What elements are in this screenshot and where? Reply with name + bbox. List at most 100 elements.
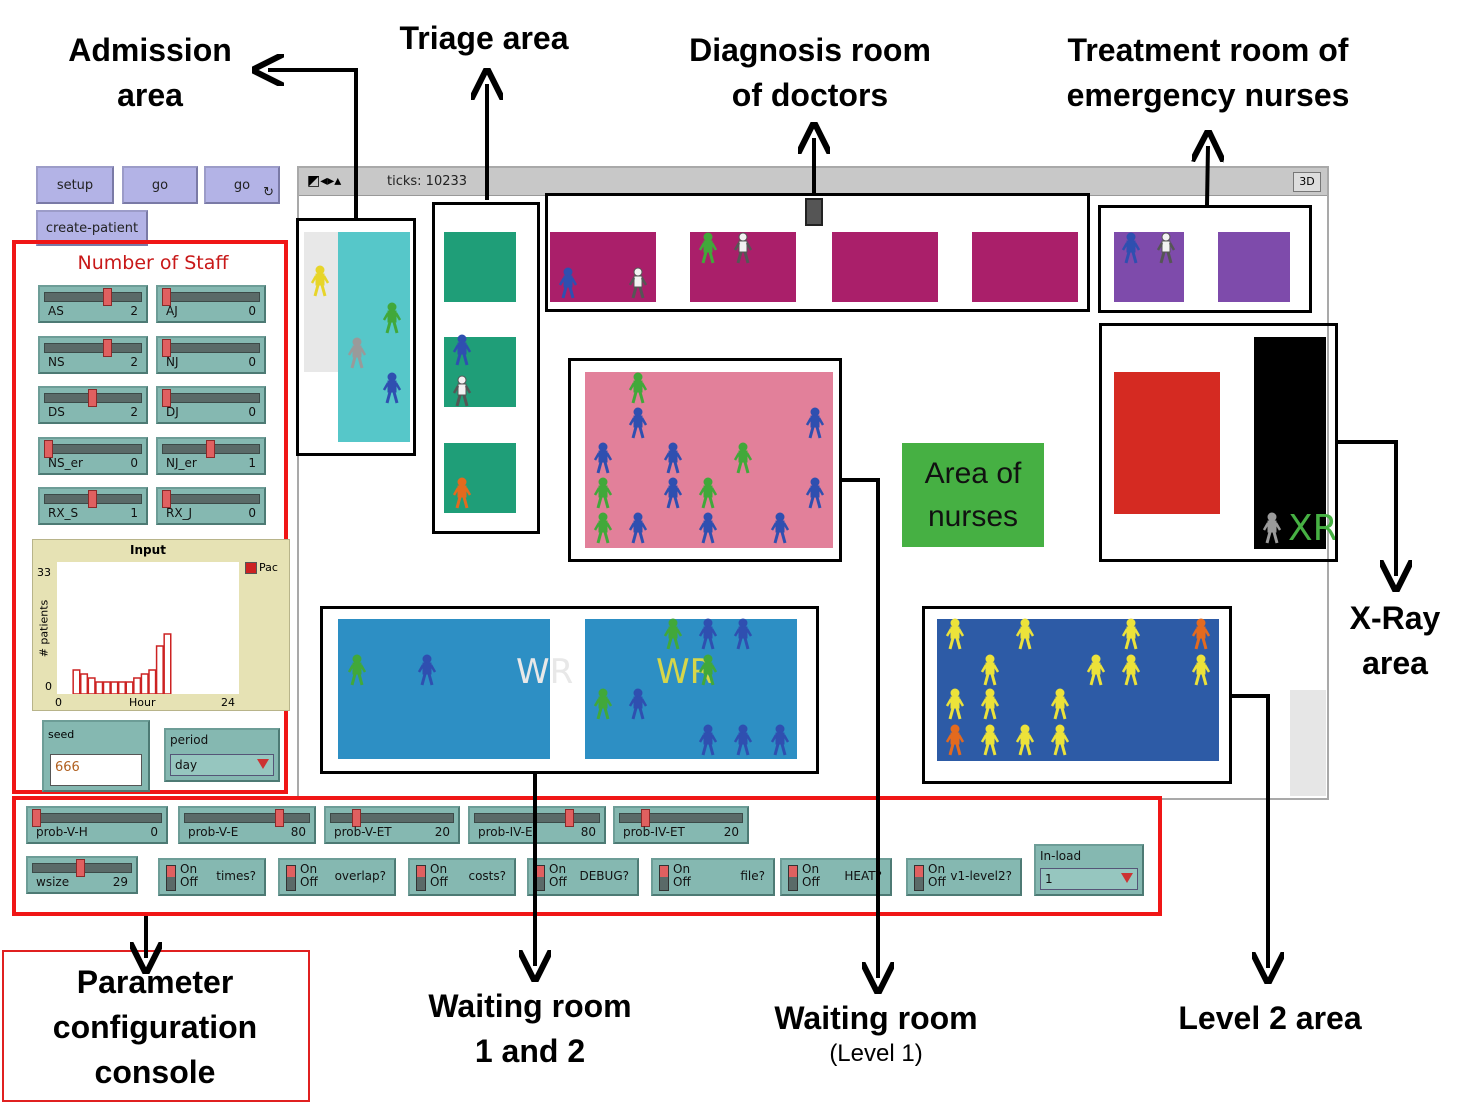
seed-input-widget[interactable]: seed 666 (42, 720, 150, 792)
patient-agent (382, 371, 402, 405)
plot-ymin: 0 (45, 680, 52, 693)
slider-track[interactable] (44, 444, 142, 454)
waiting-l1-sub: (Level 1) (829, 1039, 923, 1067)
histogram-bar (102, 681, 111, 695)
admission-desk (304, 232, 338, 372)
slider-track[interactable] (32, 813, 162, 823)
toggle-icon[interactable] (166, 865, 176, 891)
switch-off-label: Off (802, 875, 820, 889)
xray-label-line2: area (1362, 644, 1428, 681)
slider-track[interactable] (162, 494, 260, 504)
slider-rx-s[interactable]: RX_S 1 (38, 487, 148, 525)
toggle-icon[interactable] (659, 865, 669, 891)
inload-value: 1 (1045, 872, 1053, 886)
slider-knob[interactable] (565, 809, 575, 827)
toggle-icon[interactable] (914, 865, 924, 891)
inload-label: In-load (1040, 849, 1082, 863)
diagnosis-room-1 (550, 232, 656, 302)
slider-label: prob-V-E (188, 825, 239, 839)
slider-knob[interactable] (88, 389, 97, 407)
plot-svg (72, 633, 172, 695)
slider-knob[interactable] (275, 809, 285, 827)
slider-track[interactable] (330, 813, 454, 823)
admission-label-line1: Admission (68, 32, 232, 68)
slider-knob[interactable] (641, 809, 651, 827)
console-label-line2: configuration (52, 1008, 258, 1045)
slider-knob[interactable] (162, 389, 171, 407)
go-once-button[interactable]: go (122, 166, 198, 204)
slider-knob[interactable] (76, 859, 85, 877)
slider-knob[interactable] (102, 339, 112, 357)
slider-value: 0 (130, 456, 138, 470)
admission-patients (310, 264, 402, 405)
slider-track[interactable] (162, 292, 260, 302)
slider-track[interactable] (162, 343, 260, 353)
slider-label: RX_S (48, 506, 79, 520)
period-select[interactable]: day (170, 754, 274, 776)
treatment-frame (1098, 205, 1312, 313)
toggle-icon[interactable] (788, 865, 798, 891)
staff-agent (347, 336, 367, 370)
seed-field[interactable]: 666 (50, 754, 142, 786)
slider-value: 29 (112, 875, 128, 889)
3d-button[interactable]: 3D (1293, 172, 1321, 192)
level2-agents (945, 617, 1211, 757)
switch-on-label: On (802, 862, 820, 876)
slider-track[interactable] (44, 292, 142, 302)
inload-select[interactable]: 1 (1040, 868, 1138, 890)
switch-off-label: Off (430, 875, 448, 889)
slider-knob[interactable] (44, 440, 53, 458)
slider-track[interactable] (44, 343, 142, 353)
slider-value: 0 (248, 355, 256, 369)
slider-knob[interactable] (352, 809, 362, 827)
toggle-icon[interactable] (535, 865, 545, 891)
slider-track[interactable] (162, 393, 260, 403)
slider-track[interactable] (619, 813, 743, 823)
histogram-bar (163, 633, 172, 695)
toggle-icon[interactable] (286, 865, 296, 891)
waiting-room-1 (338, 619, 550, 759)
slider-knob[interactable] (88, 490, 97, 508)
slider-knob[interactable] (162, 490, 171, 508)
setup-button[interactable]: setup (36, 166, 114, 204)
slider-knob[interactable] (32, 809, 41, 827)
slider-knob[interactable] (162, 288, 171, 306)
slider-value: 1 (130, 506, 138, 520)
switch-on-label: On (180, 862, 198, 876)
nurses-area-line2: nurses (927, 500, 1019, 533)
slider-track[interactable] (474, 813, 600, 823)
toggle-icon[interactable] (416, 865, 426, 891)
inload-chooser[interactable]: In-load 1 (1034, 844, 1144, 896)
go-forever-button[interactable]: go ↻ (204, 166, 280, 204)
plot-xmin: 0 (55, 696, 62, 709)
slider-knob[interactable] (162, 339, 171, 357)
treatment-room-2 (1218, 232, 1290, 302)
period-chooser[interactable]: period day (164, 728, 280, 782)
histogram-bar (125, 681, 134, 695)
slider-knob[interactable] (102, 288, 112, 306)
slider-track[interactable] (184, 813, 310, 823)
slider-knob[interactable] (206, 440, 215, 458)
